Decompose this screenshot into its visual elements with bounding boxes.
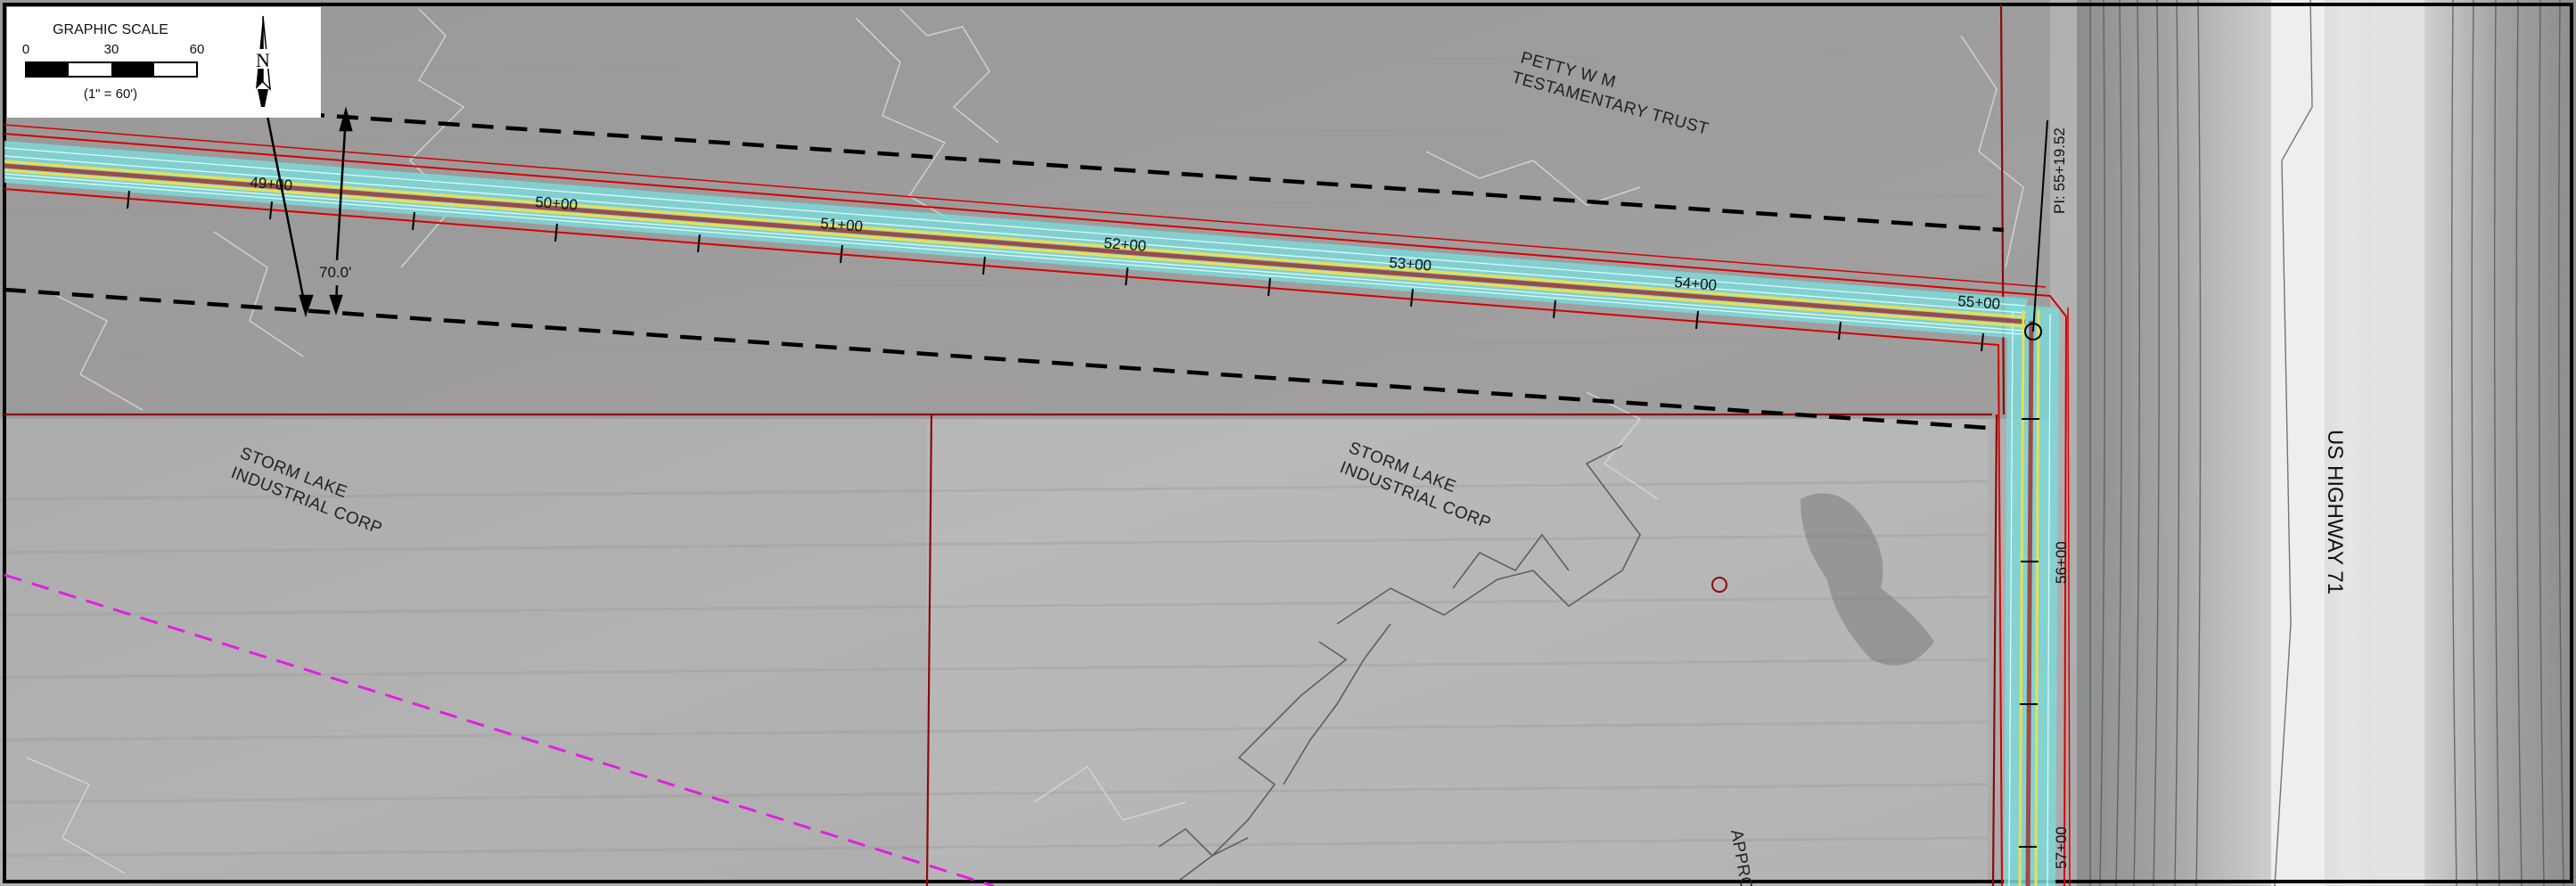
station-label: 56+00 [2053, 541, 2070, 584]
highway-label: US HIGHWAY 71 [2323, 430, 2347, 595]
scale-tick-30: 30 [104, 42, 119, 57]
topo-contours [26, 8, 2024, 874]
station-label: 54+00 [1674, 274, 1718, 294]
station-ticks [127, 190, 2039, 848]
highway-contours [2089, 0, 2564, 886]
station-label: 52+00 [1103, 234, 1147, 255]
survey-point-marker [1711, 577, 1727, 593]
row-boundary [4, 188, 2003, 886]
north-letter: N [256, 49, 270, 71]
parcel-lines [4, 4, 2006, 886]
station-label: 57+00 [2053, 826, 2070, 869]
station-label: 50+00 [535, 193, 578, 214]
pi-leader [2032, 119, 2048, 332]
highway-lane [2371, 0, 2424, 886]
station-label: 53+00 [1389, 254, 1432, 275]
row-boundary [4, 133, 2068, 886]
centerline-yellow [2034, 309, 2040, 886]
dark-soil-patch [1801, 493, 1934, 666]
pi-label: PI: 55+19.52 [2051, 127, 2068, 214]
station-label: 51+00 [820, 215, 864, 235]
scale-ratio: (1" = 60') [84, 86, 137, 102]
north-arrow-icon: N [253, 15, 273, 107]
proposed-row-lines [4, 111, 2005, 431]
sheet-border [3, 3, 2573, 883]
drainage-contour [1158, 445, 1641, 883]
row-boundary [2067, 307, 2071, 886]
station-label: 49+00 [250, 174, 293, 194]
pipe-line [2025, 320, 2034, 886]
scale-tick-0: 0 [22, 42, 29, 57]
easement-line [4, 573, 995, 886]
scale-tick-60: 60 [190, 42, 205, 57]
width-dimension [266, 106, 353, 318]
south-field-shade [927, 419, 1988, 886]
dimension-label: 70.0' [319, 264, 351, 281]
graphic-scale: GRAPHIC SCALE 0 30 60 (1" = 60') N [7, 7, 321, 118]
highway-surface [2077, 0, 2576, 886]
highway-lane [2271, 0, 2325, 886]
station-label: 55+00 [1957, 292, 2001, 313]
field-furrows [0, 52, 1989, 857]
centerline-yellow [2018, 309, 2025, 886]
station-labels: 49+00 50+00 51+00 52+00 53+00 54+00 55+0… [250, 174, 2070, 869]
scale-title: GRAPHIC SCALE [53, 22, 168, 37]
